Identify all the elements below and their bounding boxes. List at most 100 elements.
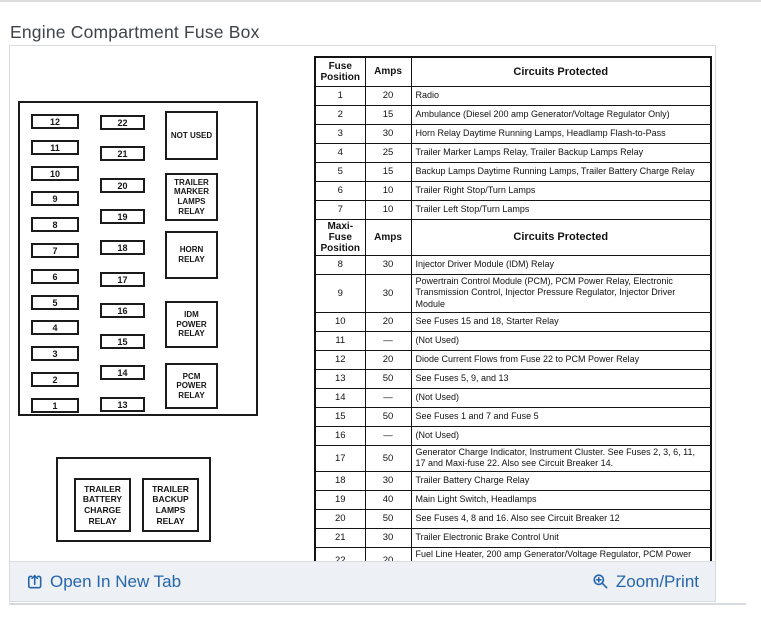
fuse-position-cell: 1 <box>314 85 366 106</box>
relay-box-trailer-backup-lamps-relay: TRAILER BACKUP LAMPS RELAY <box>142 478 199 532</box>
page-title: Engine Compartment Fuse Box <box>10 22 260 42</box>
fuse-slot-22: 22 <box>100 115 145 130</box>
fuse-slot-21: 21 <box>100 146 145 161</box>
amps-cell: 30 <box>364 123 412 144</box>
fuse-position-cell: 4 <box>314 142 366 163</box>
image-toolbar: Open In New Tab Zoom/Print <box>10 561 715 601</box>
circuits-protected-cell: See Fuses 5, 9, and 13 <box>410 368 712 389</box>
fuse-position-cell: 14 <box>314 387 366 408</box>
fuse-slot-17: 17 <box>100 272 145 287</box>
relay-box-pcm-power-relay: PCM POWER RELAY <box>165 363 218 409</box>
amps-cell: — <box>364 387 412 408</box>
header-maxi-circuits-protected: Circuits Protected <box>410 218 712 256</box>
amps-cell: 30 <box>364 273 412 313</box>
fuse-position-cell: 5 <box>314 161 366 182</box>
circuits-protected-cell: (Not Used) <box>410 330 712 351</box>
zoom-print-label: Zoom/Print <box>615 571 699 591</box>
fuse-slot-9: 9 <box>31 191 79 206</box>
relay-box-trailer-battery-charge-relay: TRAILER BATTERY CHARGE RELAY <box>74 478 131 532</box>
circuits-protected-cell: Radio <box>410 85 712 106</box>
fuse-position-cell: 3 <box>314 123 366 144</box>
fuse-position-cell: 12 <box>314 349 366 370</box>
fuse-position-cell: 18 <box>314 470 366 491</box>
fuse-slot-3: 3 <box>31 346 79 361</box>
relay-box-horn-relay: HORN RELAY <box>165 231 218 279</box>
fuse-position-cell: 7 <box>314 199 366 220</box>
circuits-protected-cell: (Not Used) <box>410 425 712 446</box>
circuits-protected-cell: Ambulance (Diesel 200 amp Generator/Volt… <box>410 104 712 125</box>
fuse-slot-6: 6 <box>31 269 79 284</box>
amps-cell: 50 <box>364 406 412 427</box>
open-in-new-tab-icon <box>26 573 43 590</box>
maxi-fuse-table-header-row: Maxi-Fuse Position Amps Circuits Protect… <box>314 218 712 256</box>
relay-box-trailer-marker-lamps-relay: TRAILER MARKER LAMPS RELAY <box>165 173 218 221</box>
circuits-protected-cell: Trailer Battery Charge Relay <box>410 470 712 491</box>
circuits-protected-cell: See Fuses 15 and 18, Starter Relay <box>410 311 712 332</box>
amps-cell: 50 <box>364 444 412 472</box>
page-top-rule <box>0 0 761 2</box>
amps-cell: 40 <box>364 489 412 510</box>
relay-box-idm-power-relay: IDM POWER RELAY <box>165 301 218 348</box>
amps-cell: 10 <box>364 180 412 201</box>
fuse-slot-18: 18 <box>100 240 145 255</box>
fuse-table-row-14: 14—(Not Used) <box>314 387 712 408</box>
fuse-slot-10: 10 <box>31 166 79 181</box>
header-maxi-fuse-position: Maxi-Fuse Position <box>314 218 366 256</box>
fuse-position-cell: 17 <box>314 444 366 472</box>
amps-cell: 50 <box>364 368 412 389</box>
fuse-position-cell: 16 <box>314 425 366 446</box>
circuits-protected-cell: Injector Driver Module (IDM) Relay <box>410 254 712 275</box>
fuse-slot-20: 20 <box>100 178 145 193</box>
amps-cell: 30 <box>364 254 412 275</box>
zoom-print-link[interactable]: Zoom/Print <box>592 572 699 592</box>
amps-cell: 30 <box>364 527 412 548</box>
open-in-new-tab-link[interactable]: Open In New Tab <box>26 572 181 592</box>
amps-cell: 30 <box>364 470 412 491</box>
fuse-slot-13: 13 <box>100 397 145 412</box>
fuse-position-cell: 8 <box>314 254 366 275</box>
amps-cell: 25 <box>364 142 412 163</box>
relay-box-not-used: NOT USED <box>165 111 218 160</box>
circuits-protected-cell: Trailer Electronic Brake Control Unit <box>410 527 712 548</box>
fuse-slot-14: 14 <box>100 365 145 380</box>
fuse-slot-15: 15 <box>100 334 145 349</box>
circuits-protected-cell: Horn Relay Daytime Running Lamps, Headla… <box>410 123 712 144</box>
amps-cell: 20 <box>364 85 412 106</box>
amps-cell: — <box>364 330 412 351</box>
circuits-protected-cell: See Fuses 1 and 7 and Fuse 5 <box>410 406 712 427</box>
amps-cell: 10 <box>364 199 412 220</box>
fuse-position-cell: 19 <box>314 489 366 510</box>
header-amps: Amps <box>364 56 412 87</box>
fuse-slot-7: 7 <box>31 243 79 258</box>
fuse-slot-5: 5 <box>31 295 79 310</box>
fuse-slot-16: 16 <box>100 303 145 318</box>
fuse-position-cell: 6 <box>314 180 366 201</box>
circuits-protected-cell: Diode Current Flows from Fuse 22 to PCM … <box>410 349 712 370</box>
header-fuse-position: Fuse Position <box>314 56 366 87</box>
circuits-protected-cell: Main Light Switch, Headlamps <box>410 489 712 510</box>
fuse-table-row-16: 16—(Not Used) <box>314 425 712 446</box>
circuits-protected-cell: See Fuses 4, 8 and 16. Also see Circuit … <box>410 508 712 529</box>
circuits-protected-cell: Trailer Right Stop/Turn Lamps <box>410 180 712 201</box>
fuse-slot-11: 11 <box>31 140 79 155</box>
